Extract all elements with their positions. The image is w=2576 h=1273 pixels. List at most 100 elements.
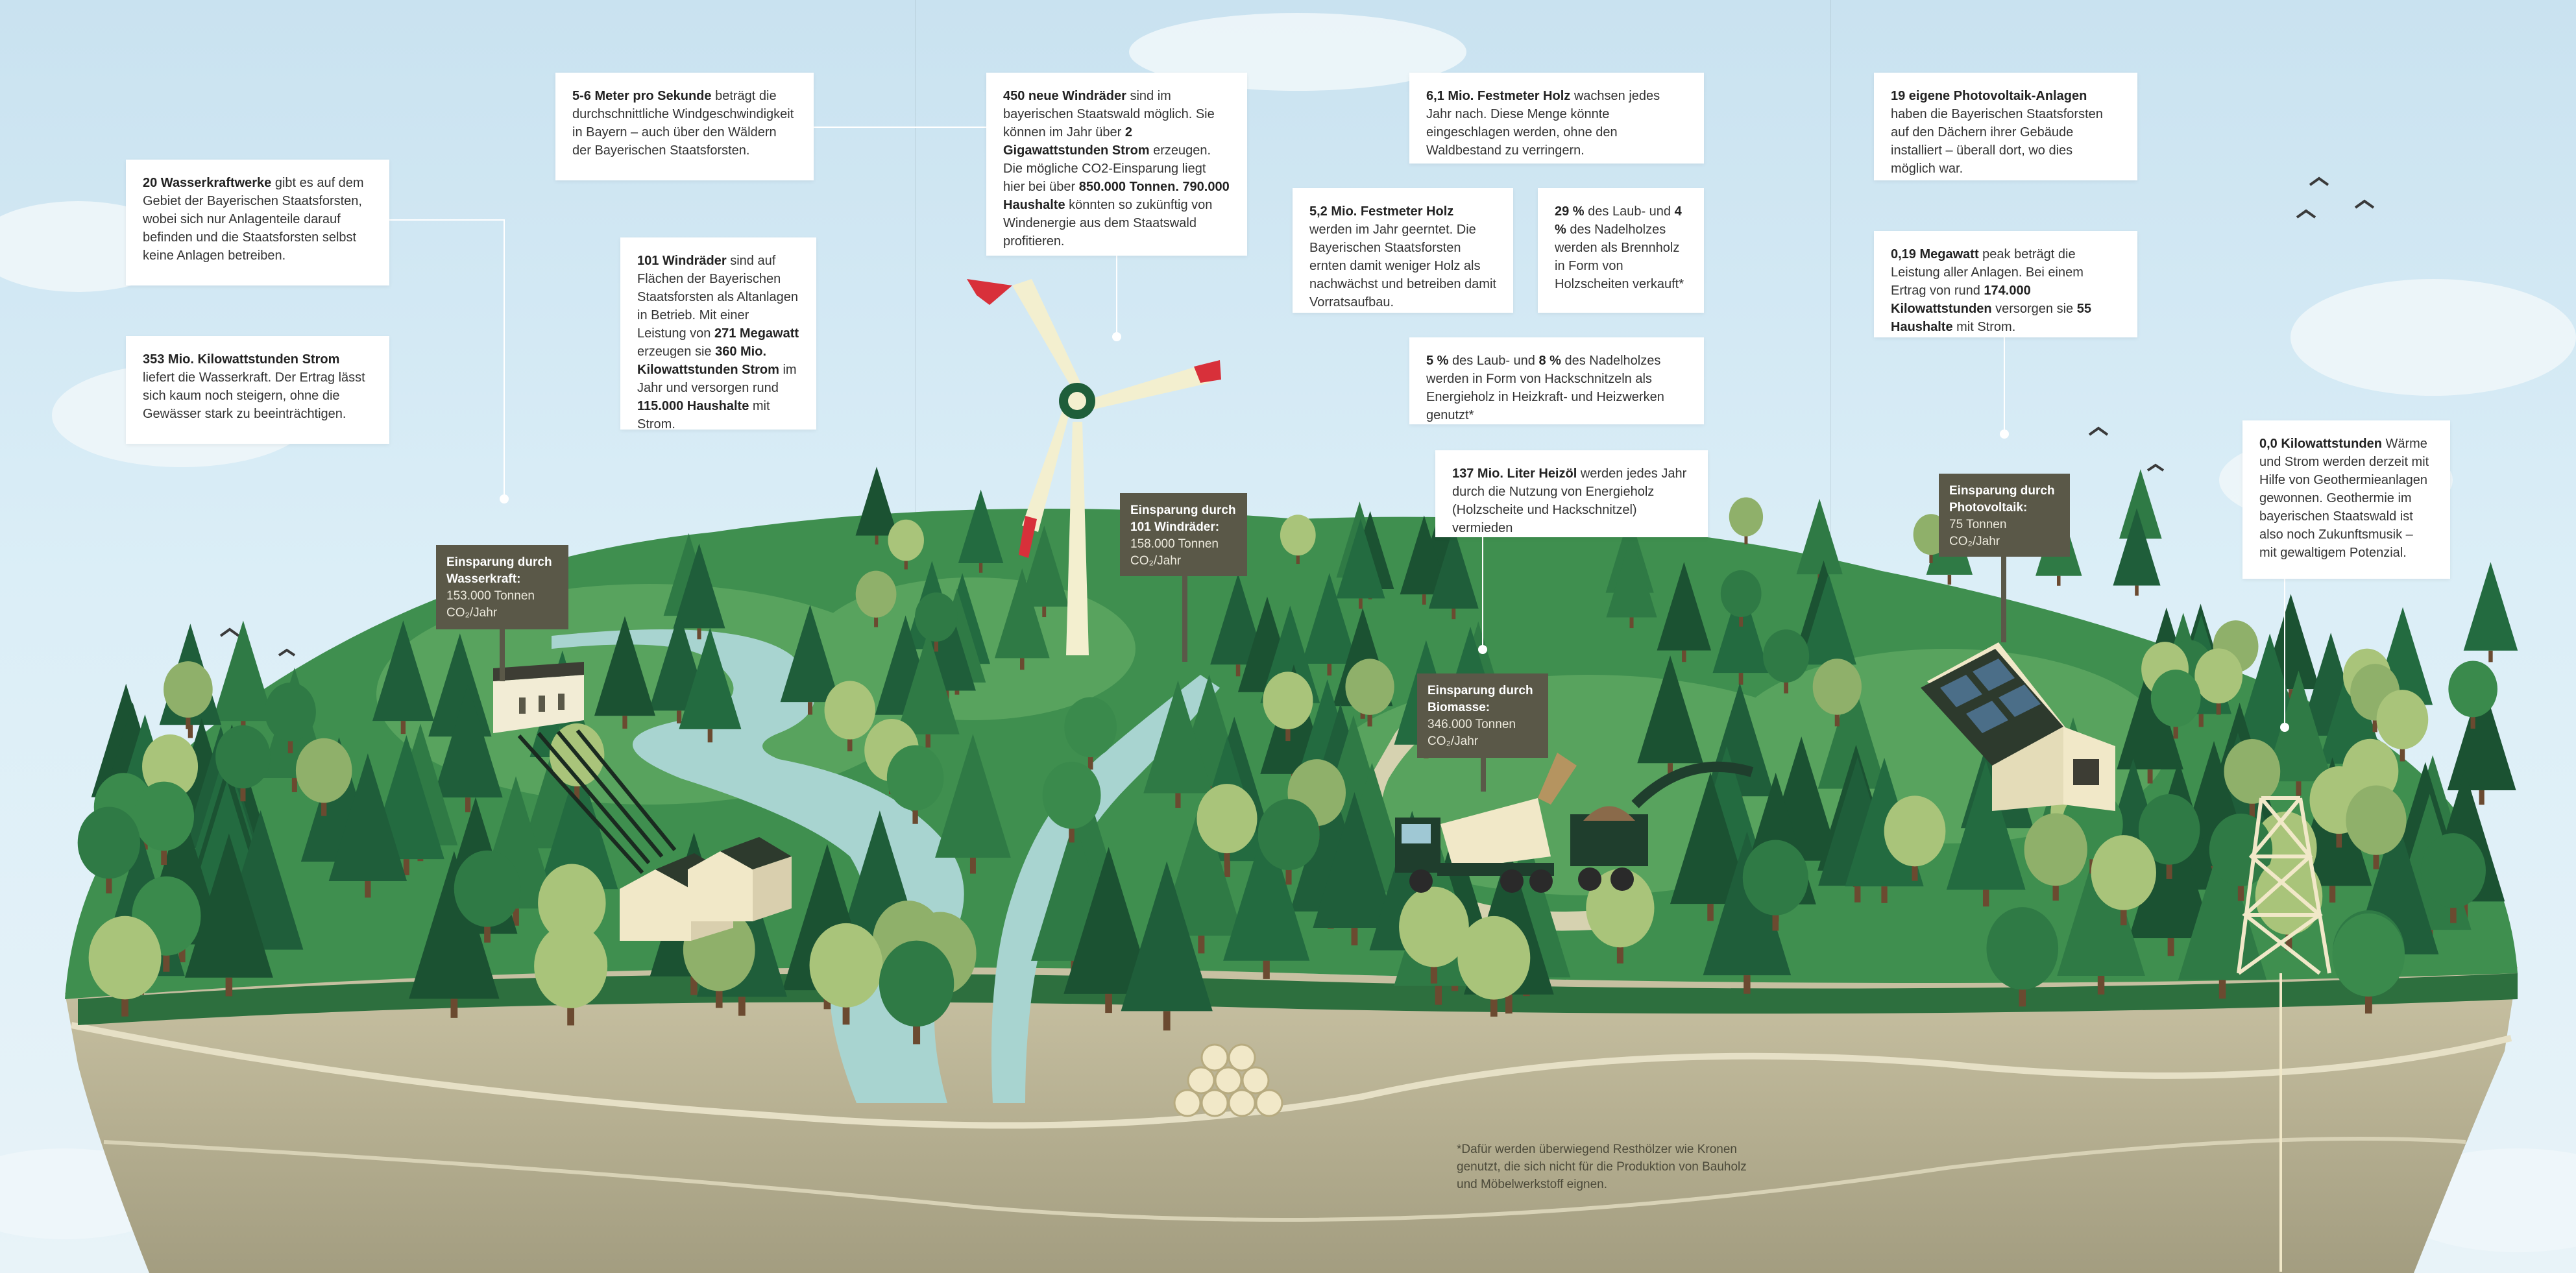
card-pv-power: 0,19 Megawatt peak beträgt die Leistung … (1874, 231, 2137, 337)
pv-house (1921, 642, 2115, 811)
conifer-tree (1946, 760, 2026, 890)
deciduous-tree (534, 923, 608, 1008)
tree-trunk (1616, 934, 1623, 964)
tree-trunk (1490, 985, 1498, 1017)
sign-pv-unit: CO₂/Jahr (1949, 535, 2000, 548)
tree-trunk (1327, 664, 1332, 676)
conifer-tree (1063, 847, 1154, 994)
card-wood-harvest: 5,2 Mio. Festmeter Holz werden im Jahr g… (1293, 188, 1513, 313)
tree-trunk (1224, 842, 1230, 867)
conifer-tree (1210, 574, 1266, 665)
tree-trunk (2479, 790, 2485, 805)
tree-trunk (2019, 975, 2026, 1007)
card-wood-chips: 5 % des Laub- und 8 % des Nadelholzes we… (1409, 337, 1704, 424)
geothermal-tower (2237, 796, 2331, 1272)
conifer-tree (2113, 508, 2161, 586)
deciduous-tree (77, 806, 141, 879)
sign-pv-title: Einsparung durch Photovoltaik: (1949, 484, 2055, 515)
stream (991, 675, 1220, 1103)
conifer-tree (2119, 469, 2162, 539)
tree-trunk (188, 725, 193, 738)
tree-trunk (1707, 904, 1714, 921)
deciduous-tree (809, 923, 883, 1008)
tree-trunk (1224, 861, 1230, 877)
conifer-tree (1703, 831, 1792, 976)
tree-trunk (2329, 886, 2336, 903)
deciduous-tree (2138, 794, 2200, 865)
tree-trunk (2166, 853, 2172, 879)
tree-trunk (1744, 529, 1748, 544)
tree-trunk (1198, 936, 1205, 954)
tree-trunk (163, 942, 170, 972)
tree-trunk (2167, 938, 2174, 956)
tree-trunk (2296, 781, 2302, 796)
conifer-tree (2178, 835, 2267, 980)
deciduous-tree (1763, 629, 1810, 683)
tree-trunk (287, 731, 293, 753)
tree-trunk (1452, 608, 1456, 620)
tree-trunk (1235, 664, 1241, 677)
tree-trunk (161, 839, 167, 866)
connector-geo-v (2284, 579, 2285, 727)
tree-trunk (2216, 694, 2221, 715)
deciduous-tree (1064, 697, 1117, 758)
tree-trunk (1744, 975, 1751, 994)
sign-hydro-unit: CO₂/Jahr (446, 606, 498, 620)
tree-trunk (1358, 598, 1363, 609)
birds (219, 176, 2375, 657)
tree-trunk (321, 792, 327, 816)
tree-trunk (676, 710, 682, 723)
deciduous-tree (2224, 739, 2281, 804)
houses (620, 837, 792, 941)
tree-trunk (1069, 817, 1075, 843)
tree-trunk (1739, 609, 1744, 627)
tree-trunk (2289, 689, 2293, 702)
tree-trunk (1105, 993, 1112, 1013)
deciduous-tree (265, 683, 316, 742)
tree-trunk (622, 716, 627, 729)
tree-trunk (178, 944, 186, 963)
deciduous-tree (2420, 833, 2486, 908)
tree-trunk (403, 859, 409, 875)
tree-trunk (291, 777, 297, 792)
connector-dot-pv (2000, 430, 2009, 439)
tree-trunk (1163, 1011, 1171, 1031)
tree-trunk (2057, 576, 2061, 586)
connector-hydro-v (504, 219, 505, 498)
conifer-tree (2057, 832, 2145, 976)
tree-trunk (2488, 650, 2493, 662)
tree-trunk (738, 997, 746, 1016)
sign-wind-value: 158.000 Tonnen (1130, 537, 1219, 551)
connector-dot-bio (1478, 645, 1487, 654)
sign-pv-savings: Einsparung durch Photovoltaik: 75 Tonnen… (1939, 474, 2070, 557)
deciduous-tree (142, 734, 199, 799)
tree-trunk (690, 976, 698, 995)
tree-trunk (1772, 903, 1779, 931)
deciduous-tree (2091, 835, 2156, 910)
tree-trunk (1629, 617, 1634, 629)
sign-wind-title: Einsparung durch 101 Windräder: (1130, 503, 1236, 534)
tree-trunk (1042, 606, 1047, 618)
deciduous-tree (2024, 813, 2087, 886)
tree-trunk (842, 993, 850, 1025)
tree-trunk (1175, 793, 1181, 808)
conifer-tree (994, 568, 1050, 659)
tree-trunk (807, 702, 813, 715)
conifer-tree (184, 833, 273, 978)
deciduous-tree (215, 725, 271, 789)
tree-trunk (2198, 714, 2204, 727)
tree-trunk (1668, 763, 1673, 777)
sign-hydro-title: Einsparung durch Wasserkraft: (446, 555, 552, 586)
tree-trunk (365, 880, 371, 898)
tree-trunk (400, 721, 406, 734)
tree-trunk (2052, 873, 2059, 901)
conifer-tree (328, 753, 407, 881)
tree-trunk (450, 999, 458, 1018)
tree-trunk (934, 633, 939, 652)
deciduous-tree (295, 738, 352, 803)
sign-biomass-unit: CO₂/Jahr (1428, 734, 1479, 748)
conifer-tree (896, 631, 960, 734)
conifer-tree (1313, 792, 1396, 928)
deciduous-tree (1258, 799, 1320, 871)
tree-trunk (978, 563, 983, 573)
